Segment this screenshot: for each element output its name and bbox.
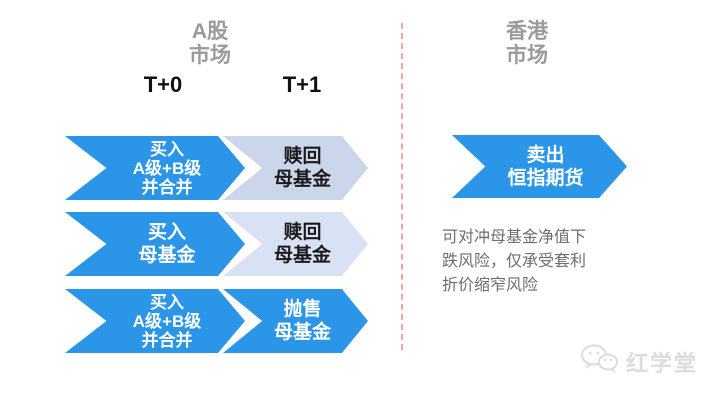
column-label-t0: T+0 <box>143 72 183 97</box>
arrow-sell-hsi-futures: 卖出 恒指期货 <box>452 135 627 198</box>
arrow-label: 抛售 母基金 <box>273 299 331 343</box>
hong-kong-market-title: 香港 市场 <box>506 20 548 67</box>
wechat-icon <box>580 344 620 379</box>
arrow-buy-ab-merge-1: 买入 A级+B级 并合并 <box>65 136 245 200</box>
arrow-label: 买入 A级+B级 并合并 <box>132 292 202 350</box>
column-label-t1: T+1 <box>282 72 322 97</box>
arrow-label: 赎回 母基金 <box>273 146 331 190</box>
arrow-label: 买入 母基金 <box>138 222 196 266</box>
a-share-market-title: A股 市场 <box>189 20 231 67</box>
arrow-label: 买入 A级+B级 并合并 <box>132 139 202 197</box>
arrow-buy-parent-fund: 买入 母基金 <box>65 212 245 276</box>
arrow-label: 赎回 母基金 <box>273 222 331 266</box>
hedge-risk-note: 可对冲母基金净值下 跌风险，仅承受套利 折价缩窄风险 <box>442 229 587 294</box>
watermark-brand-text: 红学堂 <box>626 350 699 376</box>
arrow-buy-ab-merge-2: 买入 A级+B级 并合并 <box>65 289 245 353</box>
arrow-label: 卖出 恒指期货 <box>507 144 584 189</box>
watermark: 红学堂 <box>580 344 698 379</box>
section-divider <box>401 23 403 350</box>
